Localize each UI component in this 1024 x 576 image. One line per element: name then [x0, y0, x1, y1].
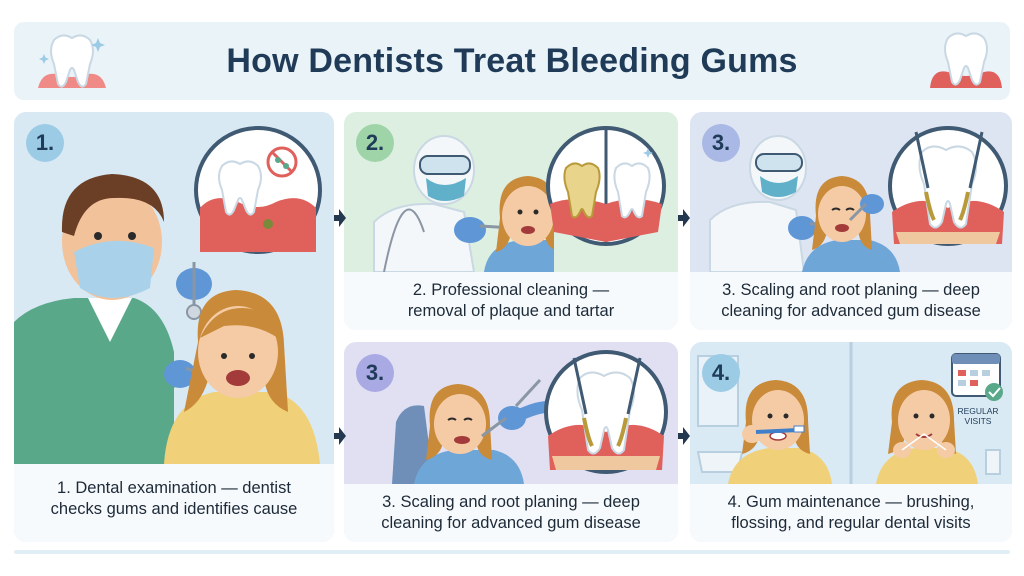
tooth-gum-icon	[38, 34, 106, 88]
step-panel-scaling-top: 3. 3. Scaling and root planing — deep cl…	[690, 112, 1012, 330]
step-badge: 3.	[356, 354, 394, 392]
calendar-label: VISITS	[965, 416, 992, 426]
header-banner: How Dentists Treat Bleeding Gums	[14, 22, 1010, 100]
step-badge: 4.	[702, 354, 740, 392]
examination-illustration	[14, 126, 322, 464]
caption-line: checks gums and identifies cause	[50, 500, 298, 518]
caption-box: 1. Dental examination — dentist checks g…	[14, 464, 334, 542]
caption-line: flossing, and regular dental visits	[731, 514, 971, 532]
tooth-gum-icon	[930, 32, 1002, 88]
caption-box: 3. Scaling and root planing — deep clean…	[344, 484, 678, 542]
calendar-label: REGULAR	[957, 406, 998, 416]
arrow-right-icon	[678, 209, 690, 227]
step-badge: 2.	[356, 124, 394, 162]
caption-line: 1. Dental examination — dentist	[57, 479, 291, 497]
step-panel-scaling-bottom: 3. 3. Scaling and root planing — deep cl…	[344, 342, 678, 542]
caption-box: 3. Scaling and root planing — deep clean…	[690, 272, 1012, 330]
arrow-right-icon	[334, 427, 346, 445]
caption-line: cleaning for advanced gum disease	[721, 302, 981, 320]
caption-line: 3. Scaling and root planing — deep	[382, 493, 640, 511]
page-title: How Dentists Treat Bleeding Gums	[226, 42, 798, 80]
footer-divider	[14, 550, 1010, 554]
cleaning-illustration	[373, 112, 678, 272]
scaling-illustration	[392, 350, 668, 484]
scaling-illustration	[709, 126, 1008, 272]
arrow-right-icon	[334, 209, 346, 227]
step-badge: 3.	[702, 124, 740, 162]
step-caption: 4. Gum maintenance — brushing, flossing,…	[698, 492, 1004, 534]
arrow-right-icon	[678, 427, 690, 445]
step-caption: 3. Scaling and root planing — deep clean…	[352, 492, 670, 534]
caption-line: cleaning for advanced gum disease	[381, 514, 641, 532]
caption-box: 4. Gum maintenance — brushing, flossing,…	[690, 484, 1012, 542]
caption-line: removal of plaque and tartar	[407, 302, 615, 320]
caption-box: 2. Professional cleaning — removal of pl…	[344, 272, 678, 330]
step-caption: 3. Scaling and root planing — deep clean…	[698, 280, 1004, 322]
step-caption: 1. Dental examination — dentist checks g…	[22, 478, 326, 520]
caption-line: 2. Professional cleaning —	[412, 281, 610, 299]
step-badge: 1.	[26, 124, 64, 162]
step-panel-examination: 1. 1. Dental examination — dentist check…	[14, 112, 334, 542]
step-panel-maintenance: REGULAR VISITS 4. 4. Gum maintenance — b…	[690, 342, 1012, 542]
caption-line: 3. Scaling and root planing — deep	[722, 281, 980, 299]
caption-line: 4. Gum maintenance — brushing,	[727, 493, 975, 511]
step-panel-cleaning: 2. 2. Professional cleaning — removal of…	[344, 112, 678, 330]
maintenance-illustration: REGULAR VISITS	[690, 342, 1012, 484]
step-caption: 2. Professional cleaning — removal of pl…	[352, 280, 670, 322]
